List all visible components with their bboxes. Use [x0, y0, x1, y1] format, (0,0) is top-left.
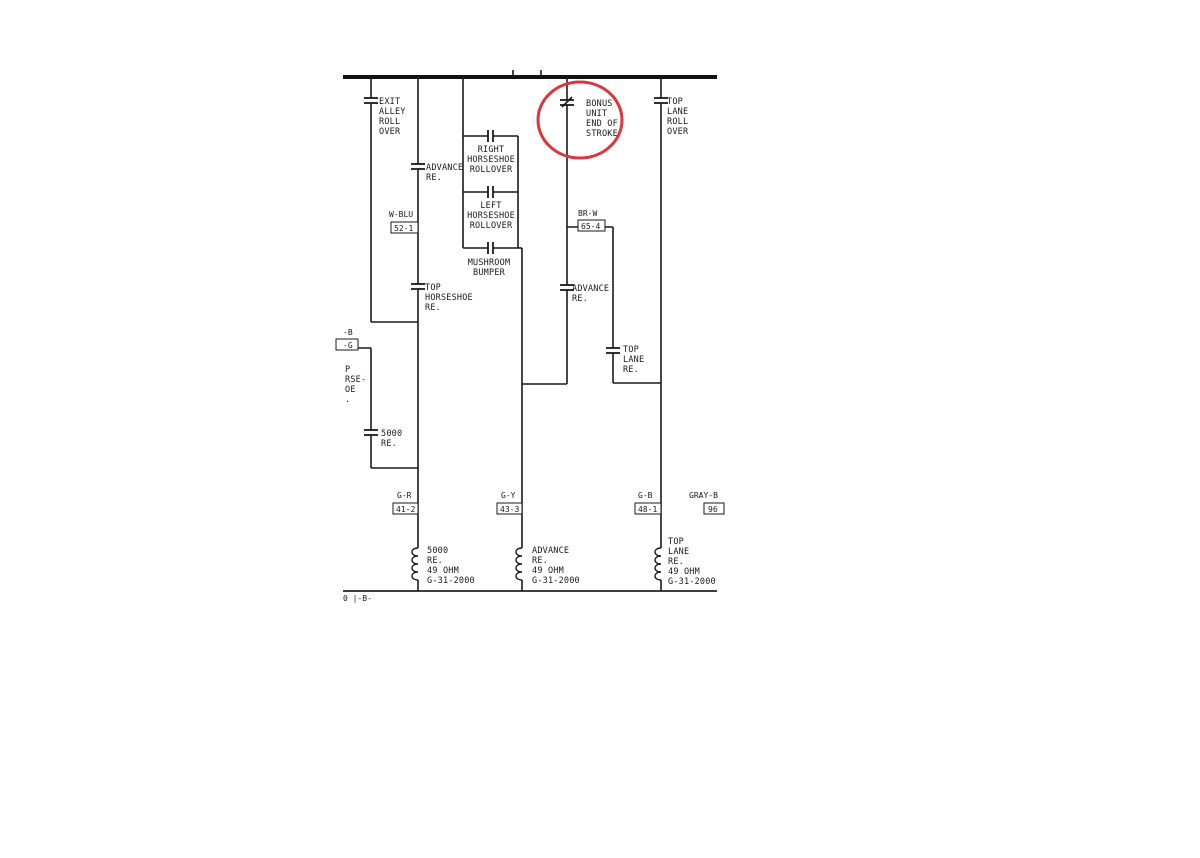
- label-line: RE.: [425, 303, 441, 313]
- label-line: END OF: [586, 119, 618, 129]
- label-line: 5000: [381, 429, 402, 439]
- label-line: LEFT: [480, 201, 501, 211]
- advance-coil-rail: [518, 247, 567, 591]
- label-line: LANE: [667, 107, 688, 117]
- label-line: G-31-2000: [668, 577, 716, 587]
- label-line: 49 OHM: [532, 566, 564, 576]
- label-line: .: [345, 395, 350, 405]
- label-line: 49 OHM: [427, 566, 459, 576]
- coil-advance-icon: [515, 547, 523, 581]
- label-line: RE.: [668, 557, 684, 567]
- label-line: RE.: [381, 439, 397, 449]
- label-line: ROLL: [379, 117, 400, 127]
- label-line: 49 OHM: [668, 567, 700, 577]
- label-line: TOP: [668, 537, 684, 547]
- label-line: BUMPER: [473, 268, 506, 278]
- label-line: ADVANCE: [572, 284, 609, 294]
- label-line: ADVANCE: [532, 546, 569, 556]
- label-line: RE.: [426, 173, 442, 183]
- wire-tag-g-b: G-B 48-1: [634, 491, 662, 515]
- horseshoe-ladder: [462, 77, 519, 254]
- label-line: G-31-2000: [532, 576, 580, 586]
- label-line: RE.: [623, 365, 639, 375]
- label-line: EXIT: [379, 97, 400, 107]
- svg-text:41-2: 41-2: [396, 505, 415, 514]
- label-line: OVER: [667, 127, 689, 137]
- svg-text:-G: -G: [343, 341, 353, 350]
- wire-tag-g-y: G-Y 43-3: [496, 491, 523, 515]
- label-line: G-31-2000: [427, 576, 475, 586]
- label-line: BONUS: [586, 99, 613, 109]
- svg-text:G-B: G-B: [638, 491, 653, 500]
- label-line: MUSHROOM: [468, 258, 511, 268]
- label-line: RSE-: [345, 375, 366, 385]
- svg-text:43-3: 43-3: [500, 505, 519, 514]
- top-lane-re-branch: [606, 227, 661, 384]
- label-line: ROLL: [667, 117, 688, 127]
- label-line: TOP: [667, 97, 683, 107]
- svg-text:96: 96: [708, 505, 718, 514]
- label-line: ROLLOVER: [470, 165, 513, 175]
- svg-text:G-R: G-R: [397, 491, 412, 500]
- label-line: OVER: [379, 127, 401, 137]
- highlight-circle: [536, 80, 624, 160]
- coil-top-lane-icon: [654, 547, 662, 581]
- label-line: HORSESHOE: [467, 155, 515, 165]
- wire-tag-left-partial: -B -G: [335, 328, 359, 351]
- wire-tag-gray-b: GRAY-B 96: [689, 491, 725, 515]
- label-line: LANE: [668, 547, 689, 557]
- svg-text:BR-W: BR-W: [578, 209, 597, 218]
- wire-tag-br-w: BR-W 65-4: [577, 209, 606, 232]
- label-line: ALLEY: [379, 107, 406, 117]
- bottom-bus-fragment: 0 |-B-: [343, 594, 372, 603]
- label-line: STROKE: [586, 129, 618, 139]
- label-line: UNIT: [586, 109, 607, 119]
- label-line: LANE: [623, 355, 644, 365]
- label-line: RE.: [427, 556, 443, 566]
- label-line: 5000: [427, 546, 448, 556]
- svg-text:48-1: 48-1: [638, 505, 657, 514]
- label-line: HORSESHOE: [425, 293, 473, 303]
- left-5000-branch: [343, 347, 418, 469]
- label-line: ROLLOVER: [470, 221, 513, 231]
- label-line: TOP: [623, 345, 639, 355]
- coil-5000-icon: [411, 547, 419, 581]
- label-line: HORSESHOE: [467, 211, 515, 221]
- svg-text:G-Y: G-Y: [501, 491, 516, 500]
- label-line: RIGHT: [478, 145, 505, 155]
- exit-alley-branch: [364, 77, 418, 323]
- wire-tag-w-blu: W-BLU 52-1: [389, 210, 419, 234]
- svg-text:65-4: 65-4: [581, 222, 600, 231]
- svg-text:52-1: 52-1: [394, 224, 413, 233]
- label-line: RE.: [532, 556, 548, 566]
- top-lane-rail: [654, 77, 668, 591]
- label-line: RE.: [572, 294, 588, 304]
- svg-text:GRAY-B: GRAY-B: [689, 491, 718, 500]
- label-line: TOP: [425, 283, 441, 293]
- svg-text:W-BLU: W-BLU: [389, 210, 413, 219]
- label-line: P: [345, 365, 350, 375]
- wire-tag-g-r: G-R 41-2: [392, 491, 419, 515]
- svg-text:-B: -B: [343, 328, 353, 337]
- label-line: OE: [345, 385, 356, 395]
- label-line: ADVANCE: [426, 163, 463, 173]
